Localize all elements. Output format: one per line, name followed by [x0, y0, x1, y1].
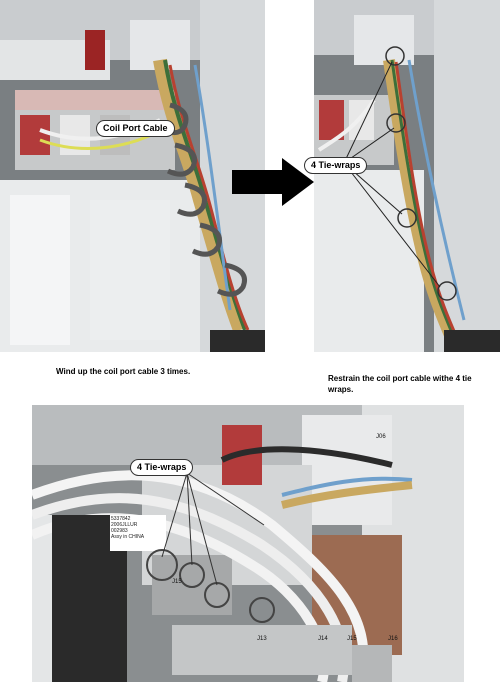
caption-restrain-cable: Restrain the coil port cable withe 4 tie… — [328, 374, 472, 394]
photo-tie-wraps — [314, 0, 500, 352]
photo-wind-coil-cable — [0, 0, 265, 352]
tie-wraps-callout-top: 4 Tie-wraps — [304, 157, 368, 174]
photo-tie-wraps-image — [314, 0, 500, 352]
assembly-label: 5337842 2006JLLUR 002983 Assy in CHINA — [111, 516, 165, 540]
assembly-label-line: Assy in CHINA — [111, 534, 145, 540]
arrow-right-icon — [232, 158, 314, 206]
assembly-label-line: 002983 — [111, 528, 128, 534]
photo-tie-wraps-closeup-image — [32, 405, 464, 682]
coil-port-cable-callout: Coil Port Cable — [96, 120, 175, 137]
photo-wind-coil-cable-image — [0, 0, 265, 352]
connector-label: J06 — [376, 434, 386, 440]
connector-label: J16 — [388, 636, 398, 642]
connector-label: J15 — [347, 636, 357, 642]
connector-label: J15 — [172, 579, 182, 585]
caption-wind-coil: Wind up the coil port cable 3 times. — [56, 367, 191, 376]
connector-label: J13 — [257, 636, 267, 642]
photo-tie-wraps-closeup — [32, 405, 464, 682]
assembly-label-line: 2006JLLUR — [111, 522, 138, 528]
assembly-label-line: 5337842 — [111, 516, 131, 522]
tie-wraps-callout-bottom: 4 Tie-wraps — [130, 459, 194, 476]
connector-label: J14 — [318, 636, 328, 642]
